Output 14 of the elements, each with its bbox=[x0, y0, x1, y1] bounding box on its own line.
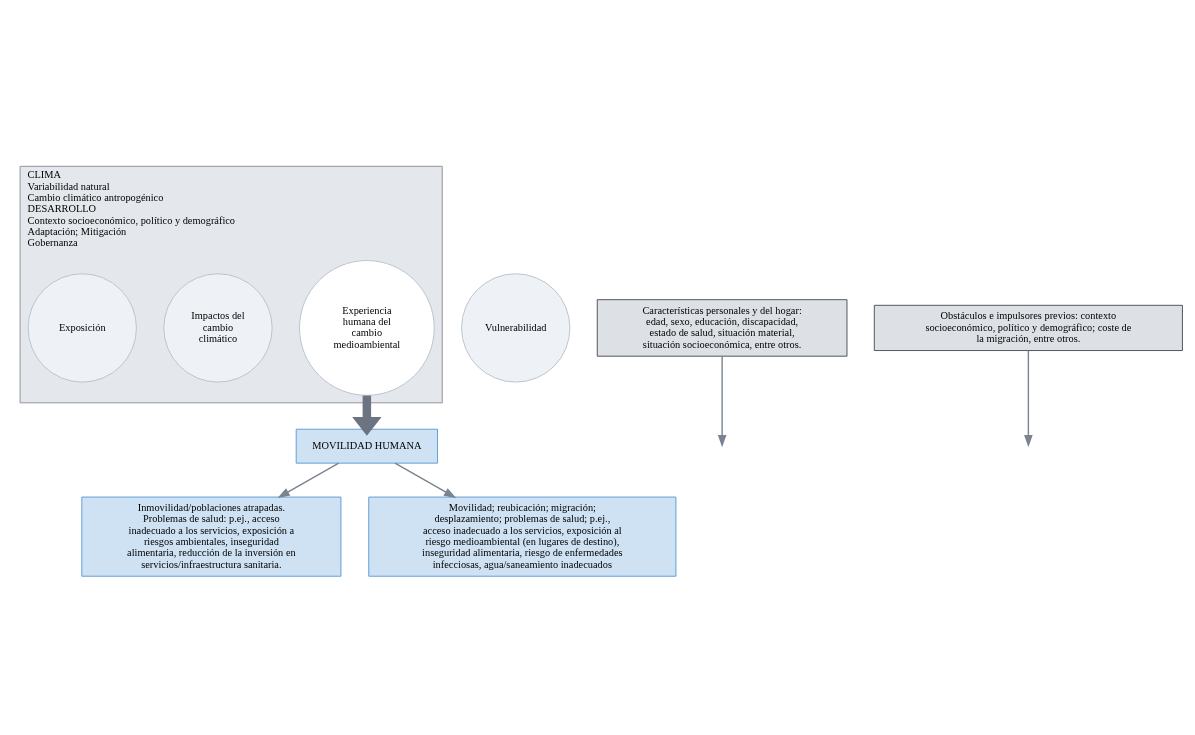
arrow bbox=[352, 395, 382, 436]
node-box: MOVILIDAD HUMANA bbox=[295, 428, 438, 464]
arrow bbox=[394, 462, 457, 498]
arrow bbox=[717, 355, 727, 448]
node-box: Inmovilidad/poblaciones atrapadas. Problemas de salud: p.ej., acceso inadecuado a los servicios, exposición a riesgos ambientales, inseguridad alimentaria, reducción de la inversión en servicios/infraestructura sanitaria. bbox=[81, 496, 342, 577]
node-circle: Experiencia humana del cambio medioambiental bbox=[299, 260, 435, 396]
arrow bbox=[277, 462, 340, 498]
node-box: Movilidad; reubicación; migración; desplazamiento; problemas de salud; p.ej., acceso inadecuado a los servicios, exposición al riesgo medioambiental (en lugares de destino), inseguridad alimentaria, riesgo de enfermedades infecciosas, agua/saneamiento inadecuados bbox=[368, 496, 677, 577]
node-box: Obstáculos e impulsores previos: contexto socioeconómico, político y demográfico; coste de la migración, entre otros. bbox=[873, 304, 1183, 351]
node-box: Características personales y del hogar: edad, sexo, educación, discapacidad, estado de salud, situación material, situación socioeconómica, entre otros. bbox=[596, 299, 848, 357]
node-circle: Vulnerabilidad bbox=[461, 273, 571, 383]
arrow bbox=[1024, 350, 1033, 448]
node-circle: Impactos del cambio climático bbox=[163, 273, 273, 383]
node-circle: Exposición bbox=[27, 273, 137, 383]
